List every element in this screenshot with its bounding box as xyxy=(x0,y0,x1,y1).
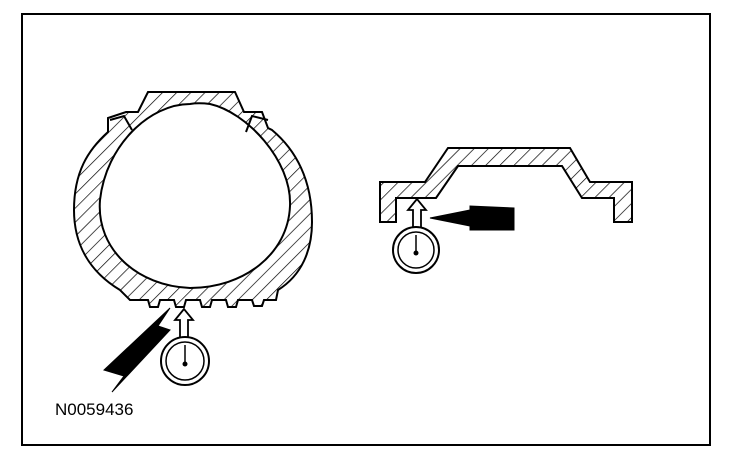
tape-measure-icon xyxy=(160,336,210,386)
measure-arrow-icon xyxy=(173,307,195,341)
tire-cross-section xyxy=(72,91,314,393)
tire-wall xyxy=(72,91,314,308)
measure-arrow-icon xyxy=(406,197,428,229)
pointer-arrow-icon xyxy=(103,307,171,393)
illustration-frame xyxy=(21,13,711,446)
wheel-flange xyxy=(379,147,633,223)
tire-bead-right xyxy=(245,114,269,133)
wheel-flange-cross-section xyxy=(379,147,633,274)
tape-measure-icon xyxy=(392,226,440,274)
figure-code: N0059436 xyxy=(55,400,134,419)
pointer-arrow-icon xyxy=(429,205,515,231)
tire-bead-left xyxy=(109,114,133,131)
